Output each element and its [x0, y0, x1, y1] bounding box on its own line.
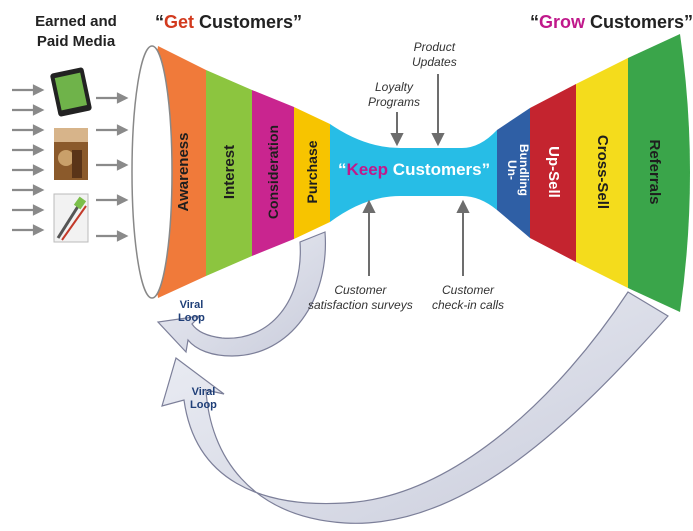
stage-label-awareness: Awareness — [175, 133, 192, 212]
keep-open-quote: “ — [338, 160, 347, 179]
checkin-calls-line2: check-in calls — [432, 298, 505, 312]
loyalty-programs-line1: Loyalty — [374, 80, 414, 94]
stage-consideration-band — [252, 90, 294, 256]
stage-label-interest: Interest — [221, 145, 238, 199]
stage-upsell-band — [530, 84, 576, 262]
stage-interest-band — [206, 70, 252, 276]
keep-customers-title: “Keep Customers” — [338, 160, 490, 180]
viral-loop-label-small: Viral Loop — [178, 299, 205, 325]
viral-loop-large-line2: Loop — [190, 399, 217, 411]
grow-accent-word: Grow — [539, 12, 586, 32]
left-funnel-rim — [131, 45, 173, 299]
stage-label-unbundling-line2: Bundling — [517, 144, 531, 196]
media-label-line1: Earned and — [35, 13, 117, 30]
grow-open-quote: “ — [530, 12, 539, 32]
viral-loop-small-line1: Viral — [179, 299, 204, 311]
cable-plug-icon — [53, 193, 89, 243]
media-flow-arrows — [12, 84, 129, 242]
grow-customers-title: “Grow Customers” — [530, 12, 693, 33]
stage-label-consideration: Consideration — [265, 125, 281, 219]
stage-unbundling-band — [497, 108, 530, 238]
horse-photo-icon — [54, 128, 88, 180]
get-open-quote: “ — [155, 12, 164, 32]
earned-paid-media-label: Earned and Paid Media — [28, 12, 124, 52]
product-updates-line1: Product — [413, 40, 456, 54]
stage-crosssell-band — [576, 58, 628, 288]
stage-label-crosssell: Cross-Sell — [594, 135, 611, 209]
small-viral-loop-arrow — [156, 231, 326, 357]
stage-referrals-band — [628, 34, 690, 312]
grow-rest-text: Customers” — [585, 12, 693, 32]
product-updates-line2: Updates — [412, 55, 457, 69]
viral-loop-label-large: Viral Loop — [190, 386, 217, 412]
satisfaction-surveys-line2: satisfaction surveys — [308, 298, 413, 312]
stage-label-purchase: Purchase — [304, 140, 320, 203]
loyalty-programs-line2: Programs — [368, 95, 421, 109]
product-updates-label: Product Updates — [412, 40, 457, 70]
viral-loop-large-line1: Viral — [191, 386, 216, 398]
viral-loop-small-line2: Loop — [178, 312, 205, 324]
stage-label-unbundling-line1: Un- — [505, 160, 519, 180]
satisfaction-surveys-line1: Customer — [334, 283, 387, 297]
keep-rest-text: Customers” — [388, 160, 491, 179]
keep-accent-word: Keep — [346, 160, 389, 179]
stage-purchase-band — [294, 107, 330, 239]
get-customers-title: “Get Customers” — [155, 12, 302, 33]
retention-arrows — [362, 74, 470, 276]
checkin-calls-label: Customer check-in calls — [432, 283, 504, 313]
large-viral-loop-arrow — [161, 291, 669, 524]
get-accent-word: Get — [164, 12, 195, 32]
stage-label-referrals: Referrals — [646, 139, 663, 204]
get-rest-text: Customers” — [194, 12, 303, 32]
keep-customers-band — [330, 124, 497, 222]
satisfaction-surveys-label: Customer satisfaction surveys — [308, 283, 413, 313]
checkin-calls-line1: Customer — [442, 283, 495, 297]
tablet-icon — [50, 67, 92, 117]
loyalty-programs-label: Loyalty Programs — [368, 80, 420, 110]
stage-label-upsell: Up-Sell — [545, 146, 562, 198]
media-label-line2: Paid Media — [36, 33, 116, 50]
